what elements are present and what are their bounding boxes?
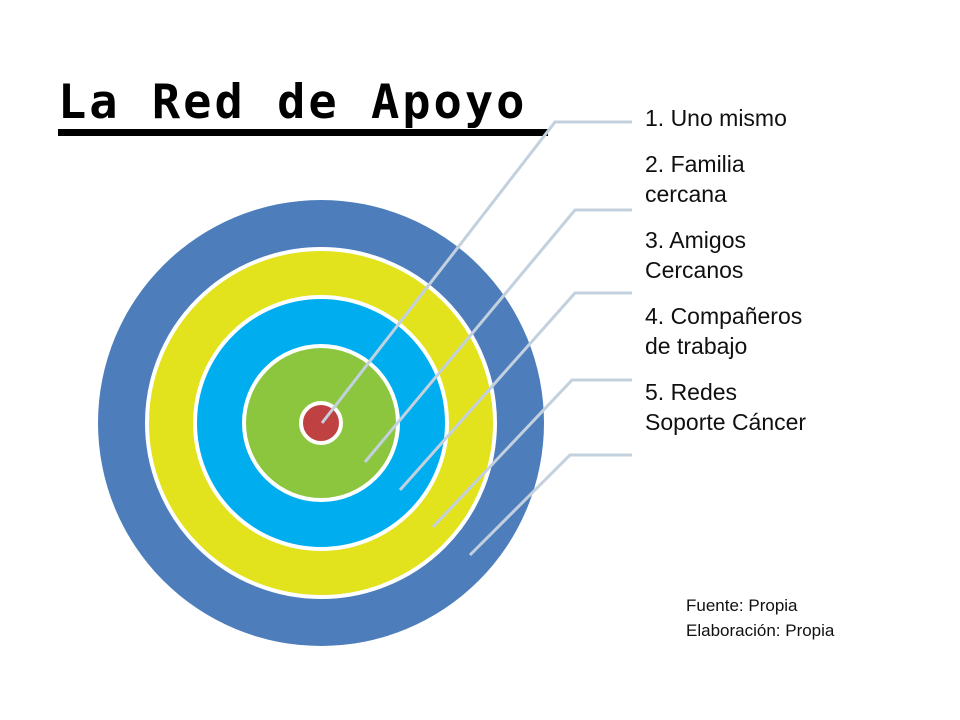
source-note: Fuente: Propia Elaboración: Propia bbox=[686, 594, 834, 643]
legend-item-4-line2: de trabajo bbox=[645, 332, 748, 359]
legend-item-2-line2: cercana bbox=[645, 180, 727, 207]
legend-item-4-line1: 4. Compañeros bbox=[645, 303, 803, 330]
legend-item-2[interactable]: 2. Familia cercana bbox=[645, 150, 945, 209]
legend-list: 1. Uno mismo 2. Familia cercana 3. Amigo… bbox=[645, 104, 945, 437]
legend-item-3-line2: Cercanos bbox=[645, 256, 744, 283]
legend-item-5-line1: 5. Redes bbox=[645, 379, 738, 406]
elaboration-line: Elaboración: Propia bbox=[686, 620, 835, 640]
legend-item-3[interactable]: 3. Amigos Cercanos bbox=[645, 226, 945, 285]
legend-item-4[interactable]: 4. Compañeros de trabajo bbox=[645, 302, 945, 361]
concentric-circles-diagram bbox=[98, 200, 544, 646]
page-title: La Red de Apoyo bbox=[58, 75, 578, 137]
legend-item-5[interactable]: 5. Redes Soporte Cáncer bbox=[645, 378, 945, 437]
legend-item-3-line1: 3. Amigos bbox=[645, 227, 746, 254]
legend-item-1[interactable]: 1. Uno mismo bbox=[645, 104, 945, 133]
legend-item-5-line2: Soporte Cáncer bbox=[645, 408, 807, 435]
ring-level-1-uno-mismo bbox=[299, 401, 343, 445]
source-line: Fuente: Propia bbox=[686, 596, 798, 615]
legend-item-2-line1: 2. Familia bbox=[645, 151, 745, 178]
legend-item-1-line1: 1. Uno mismo bbox=[645, 105, 787, 131]
title-underline-rule bbox=[58, 129, 548, 137]
page-title-text: La Red de Apoyo bbox=[58, 75, 528, 130]
